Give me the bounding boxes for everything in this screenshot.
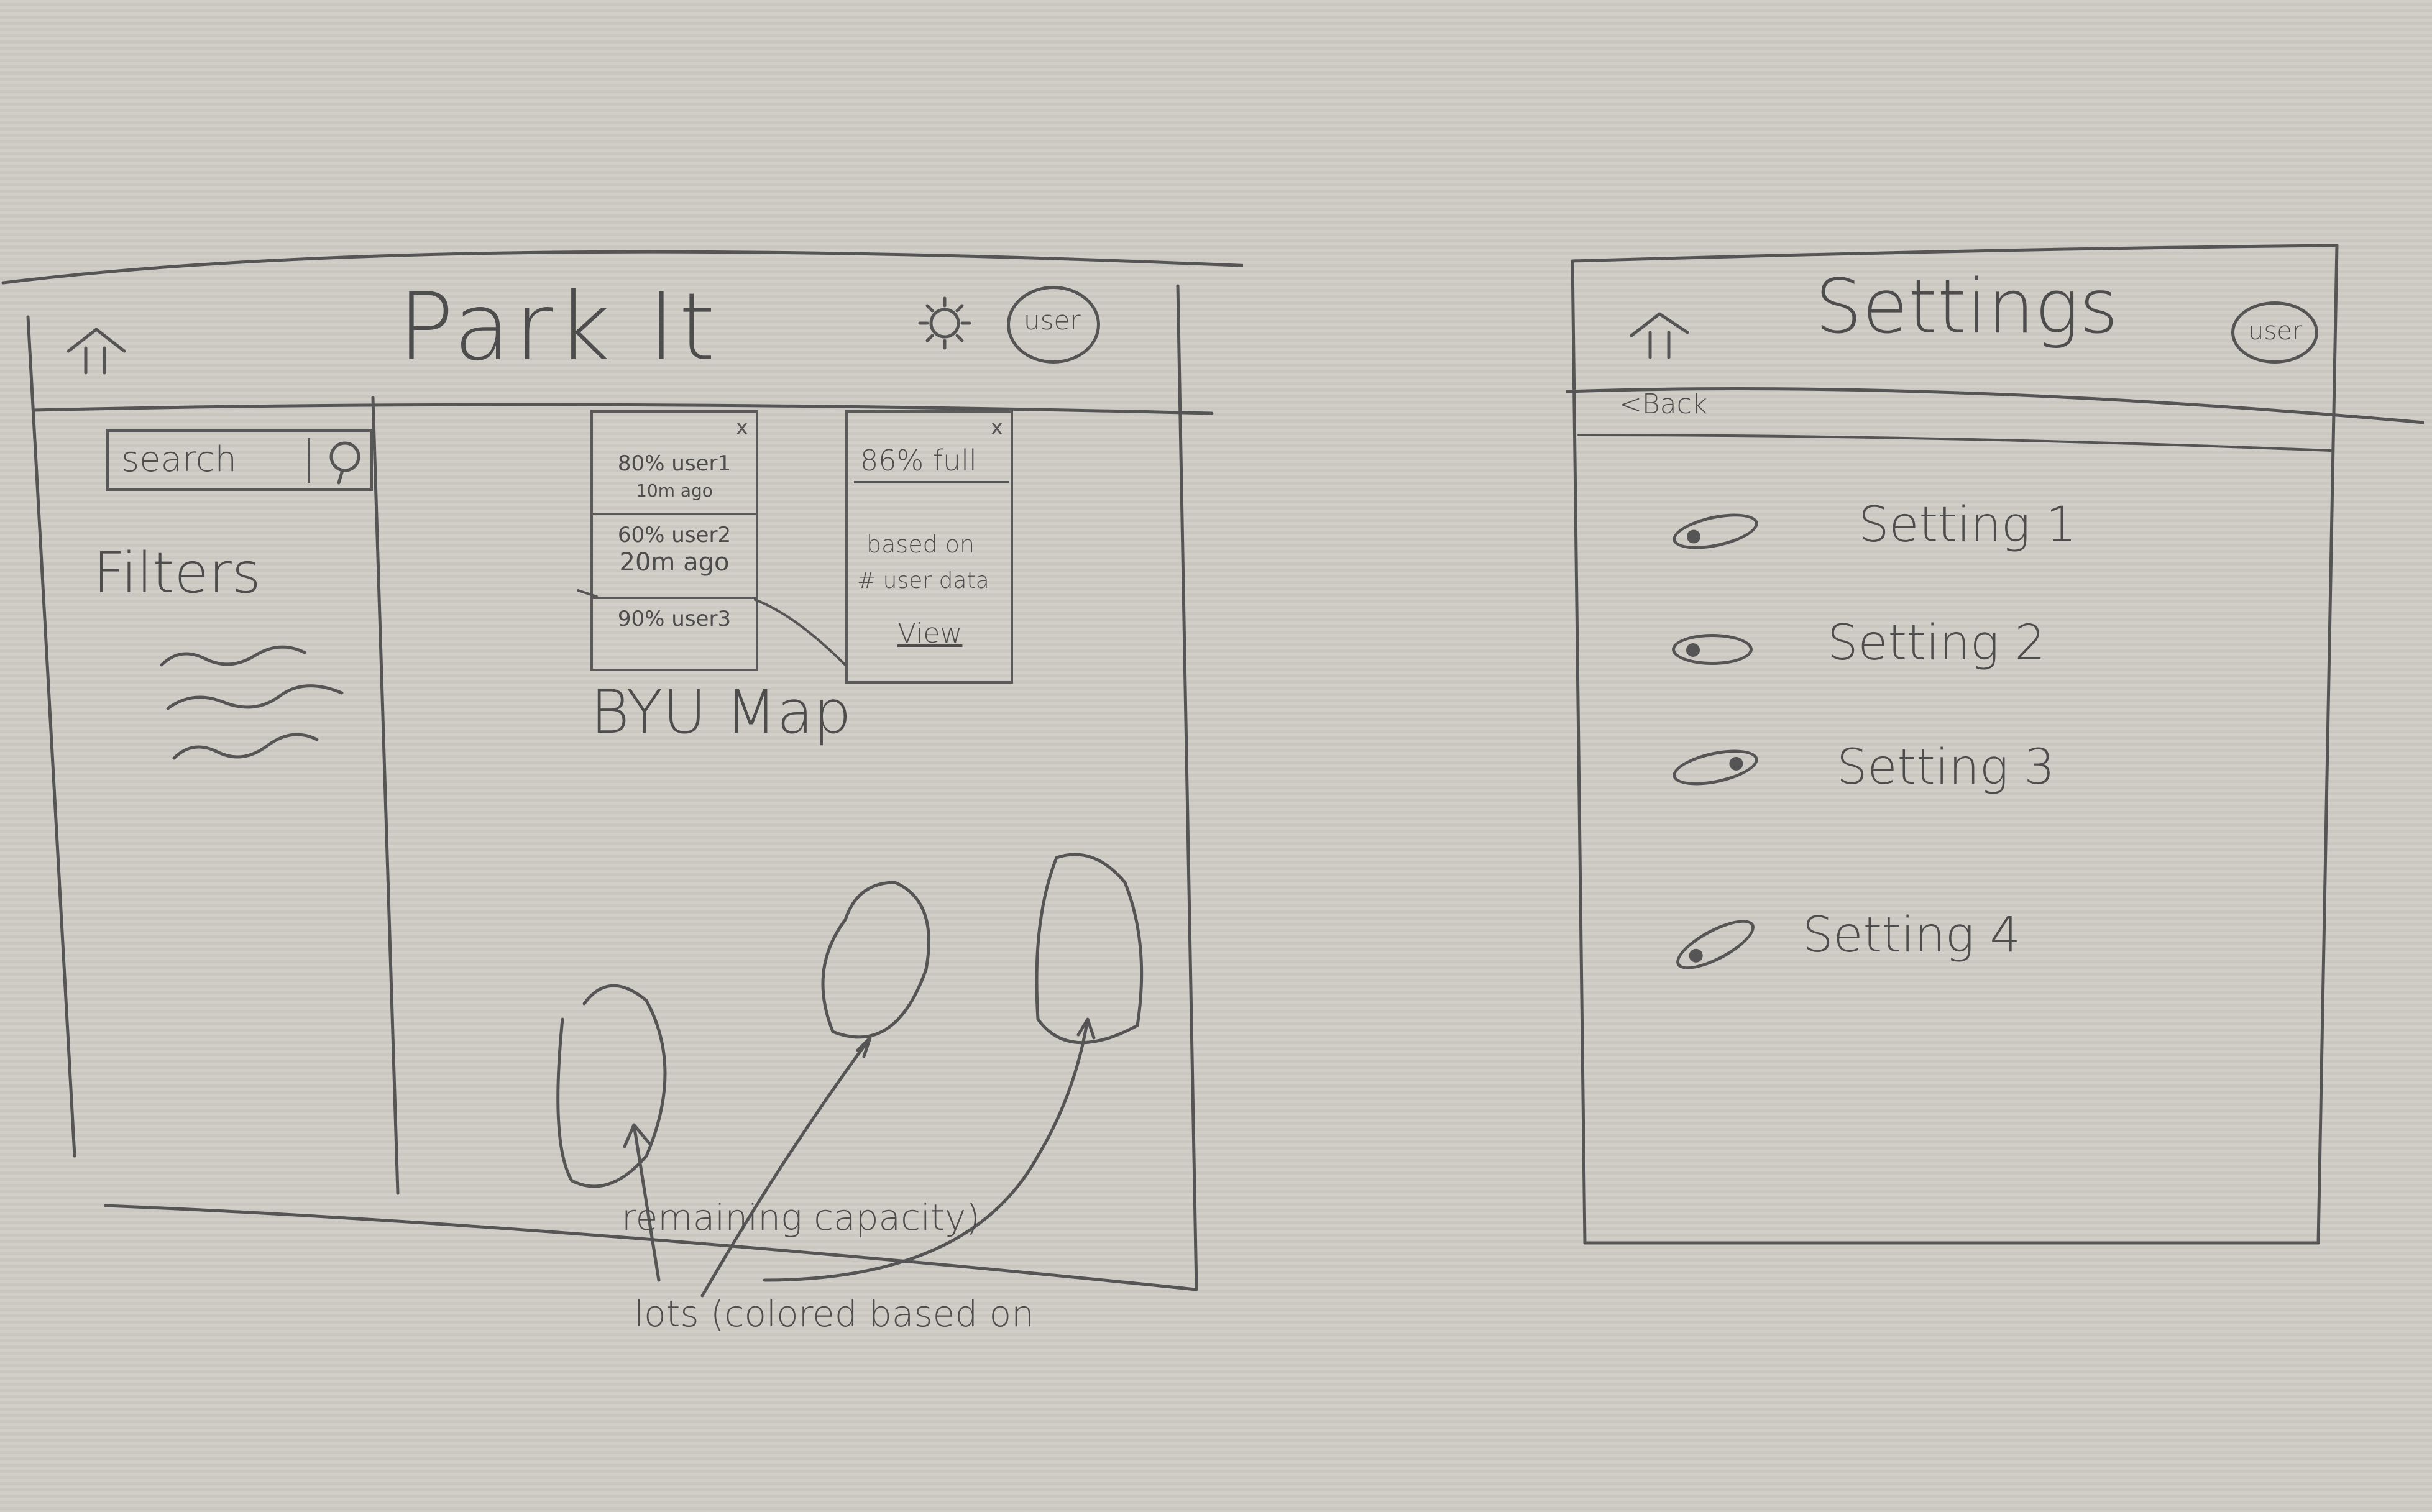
settings-item[interactable]: Setting 2 xyxy=(1672,615,2293,708)
search-bar[interactable]: search xyxy=(106,429,373,491)
report-entry[interactable]: 90% user3 xyxy=(593,599,756,667)
home-button[interactable] xyxy=(62,323,131,379)
settings-item[interactable]: Setting 3 xyxy=(1669,740,2293,833)
settings-item[interactable]: Setting 4 xyxy=(1669,907,2293,1001)
lot-percent-full: 86% full xyxy=(860,444,977,477)
report-entry-time: 20m ago xyxy=(619,548,730,577)
parking-lot[interactable] xyxy=(556,984,667,1188)
settings-user-button-label: user xyxy=(2248,317,2303,346)
filters-heading: Filters xyxy=(93,541,261,606)
lot-basis-line1: based on xyxy=(866,531,975,558)
setting-label: Setting 3 xyxy=(1837,740,2055,795)
app-title: Park It xyxy=(398,273,719,382)
gear-icon xyxy=(918,296,971,350)
report-entry-time: 10m ago xyxy=(636,480,713,501)
report-entry[interactable]: 60% user2 20m ago xyxy=(593,515,756,599)
lots-annotation-line1: lots (colored based on xyxy=(634,1293,1034,1335)
setting-toggle[interactable] xyxy=(1669,743,1761,792)
lots-annotation-line2: remaining capacity) xyxy=(622,1196,980,1239)
filter-options-placeholder[interactable] xyxy=(155,640,379,839)
back-button[interactable]: <Back xyxy=(1619,388,1708,420)
report-entry-value: 80% user1 xyxy=(617,451,732,476)
parking-lot[interactable] xyxy=(821,881,930,1039)
lot-view-link[interactable]: View xyxy=(897,618,963,649)
main-screen: Park It user search Filters xyxy=(1,250,1243,1335)
settings-frame xyxy=(1566,244,2424,1245)
settings-item[interactable]: Setting 1 xyxy=(1669,497,2293,590)
main-screen-frame xyxy=(1,250,1243,1291)
settings-button[interactable] xyxy=(907,286,982,360)
user-button[interactable]: user xyxy=(1007,286,1100,364)
sidebar: search Filters xyxy=(62,429,385,1237)
settings-title: Settings xyxy=(1815,264,2119,351)
popup-connector xyxy=(754,598,847,666)
map-drawing xyxy=(556,589,1144,1298)
settings-screen: Settings user <Back Setting 1 Setting 2 … xyxy=(1566,236,2424,1255)
map-label: BYU Map xyxy=(590,677,851,747)
user-button-label: user xyxy=(1024,305,1081,336)
map-area[interactable]: x 80% user1 10m ago 60% user2 20m ago 90… xyxy=(410,410,1187,1335)
setting-toggle[interactable] xyxy=(1669,506,1761,556)
settings-home-button[interactable] xyxy=(1625,305,1694,360)
setting-label: Setting 2 xyxy=(1827,615,2045,671)
lot-basis-line2: # user data xyxy=(857,568,989,593)
report-entry[interactable]: 80% user1 10m ago xyxy=(593,444,756,515)
search-icon[interactable] xyxy=(320,438,370,488)
app-header: Park It user xyxy=(25,273,1206,410)
reports-close-button[interactable]: x xyxy=(735,415,748,440)
setting-toggle[interactable] xyxy=(1672,634,1753,665)
search-input[interactable]: search xyxy=(121,439,237,480)
parking-lot[interactable] xyxy=(1035,853,1144,1045)
home-icon xyxy=(1630,312,1689,359)
settings-user-button[interactable]: user xyxy=(2231,301,2318,364)
setting-label: Setting 1 xyxy=(1858,497,2076,553)
lot-summary-popup: x 86% full based on # user data View xyxy=(845,410,1013,684)
home-icon xyxy=(67,328,126,375)
report-entry-value: 60% user2 xyxy=(617,523,732,548)
lot-summary-close-button[interactable]: x xyxy=(990,415,1003,440)
setting-toggle[interactable] xyxy=(1669,910,1761,979)
setting-label: Setting 4 xyxy=(1802,907,2021,963)
report-entry-value: 90% user3 xyxy=(617,607,732,631)
lot-reports-popup: x 80% user1 10m ago 60% user2 20m ago 90… xyxy=(590,410,758,671)
